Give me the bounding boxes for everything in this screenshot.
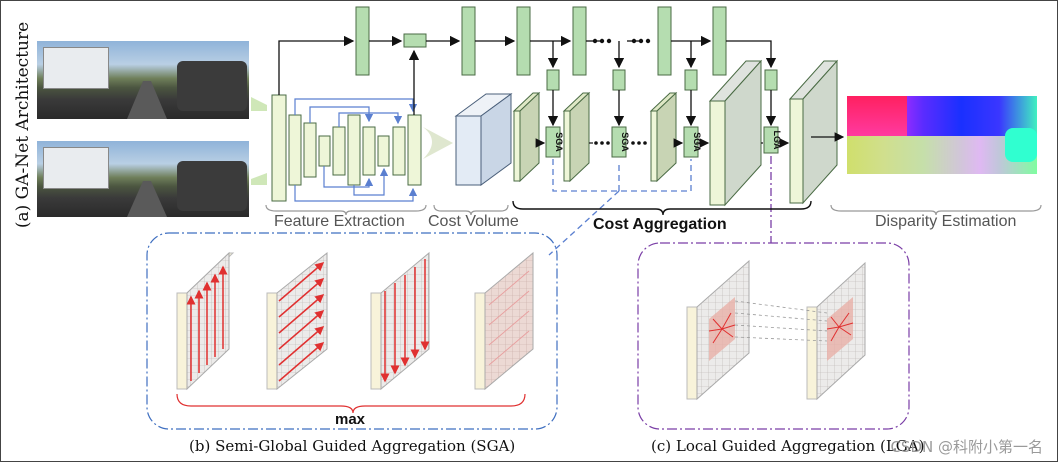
image-to-feature-arrow-top <box>251 97 267 111</box>
lga-grid-left <box>686 259 750 401</box>
architecture-title: (a) GA-Net Architecture <box>13 21 33 229</box>
left-input-image <box>37 41 249 119</box>
lga-grid-right <box>806 261 866 401</box>
aggregation-arrows <box>535 132 845 148</box>
sga-block-3 <box>683 126 699 158</box>
caption-sga: (b) Semi-Global Guided Aggregation (SGA) <box>189 437 516 455</box>
sga-grid-4 <box>474 251 534 391</box>
guidance-branch <box>355 6 778 91</box>
sga-grid-2 <box>266 251 328 391</box>
caption-lga: (c) Local Guided Aggregation (LGA) <box>651 437 925 455</box>
feature-skip-connections <box>294 98 418 202</box>
sga-label-1: SGA <box>554 132 564 152</box>
aggregation-slabs <box>512 59 839 207</box>
cost-aggregation-bracket <box>512 200 812 216</box>
sga-lga-blocks <box>545 126 779 158</box>
sga-panel-frame <box>146 232 558 430</box>
lga-label: LGA <box>772 131 782 150</box>
label-cost-aggregation: Cost Aggregation <box>593 216 727 233</box>
lga-block <box>763 126 779 154</box>
label-disparity-estimation: Disparity Estimation <box>875 213 1017 230</box>
label-feature-extraction: Feature Extraction <box>274 213 405 230</box>
sga-grid-1 <box>176 251 235 391</box>
sga-block-1 <box>545 126 561 158</box>
max-bracket <box>176 393 526 414</box>
sga-label-3: SGA <box>692 132 702 152</box>
sga-label-2: SGA <box>620 132 630 152</box>
watermark: CSDN @科附小第一名 <box>890 438 1043 456</box>
stage-brackets <box>265 204 1042 216</box>
cost-volume-cube <box>423 93 513 186</box>
sga-block-2 <box>611 126 627 158</box>
right-input-image <box>37 141 249 217</box>
disparity-map-image <box>847 96 1037 174</box>
image-to-feature-arrow-bottom <box>251 173 267 185</box>
guidance-arrows <box>278 35 777 127</box>
lga-panel-frame <box>637 242 910 430</box>
label-cost-volume: Cost Volume <box>428 213 519 230</box>
ellipsis-dots <box>592 38 651 145</box>
sga-connector <box>548 159 692 256</box>
feature-extraction-blocks <box>271 94 422 202</box>
label-max: max <box>335 411 366 428</box>
sga-grid-3 <box>370 251 430 391</box>
